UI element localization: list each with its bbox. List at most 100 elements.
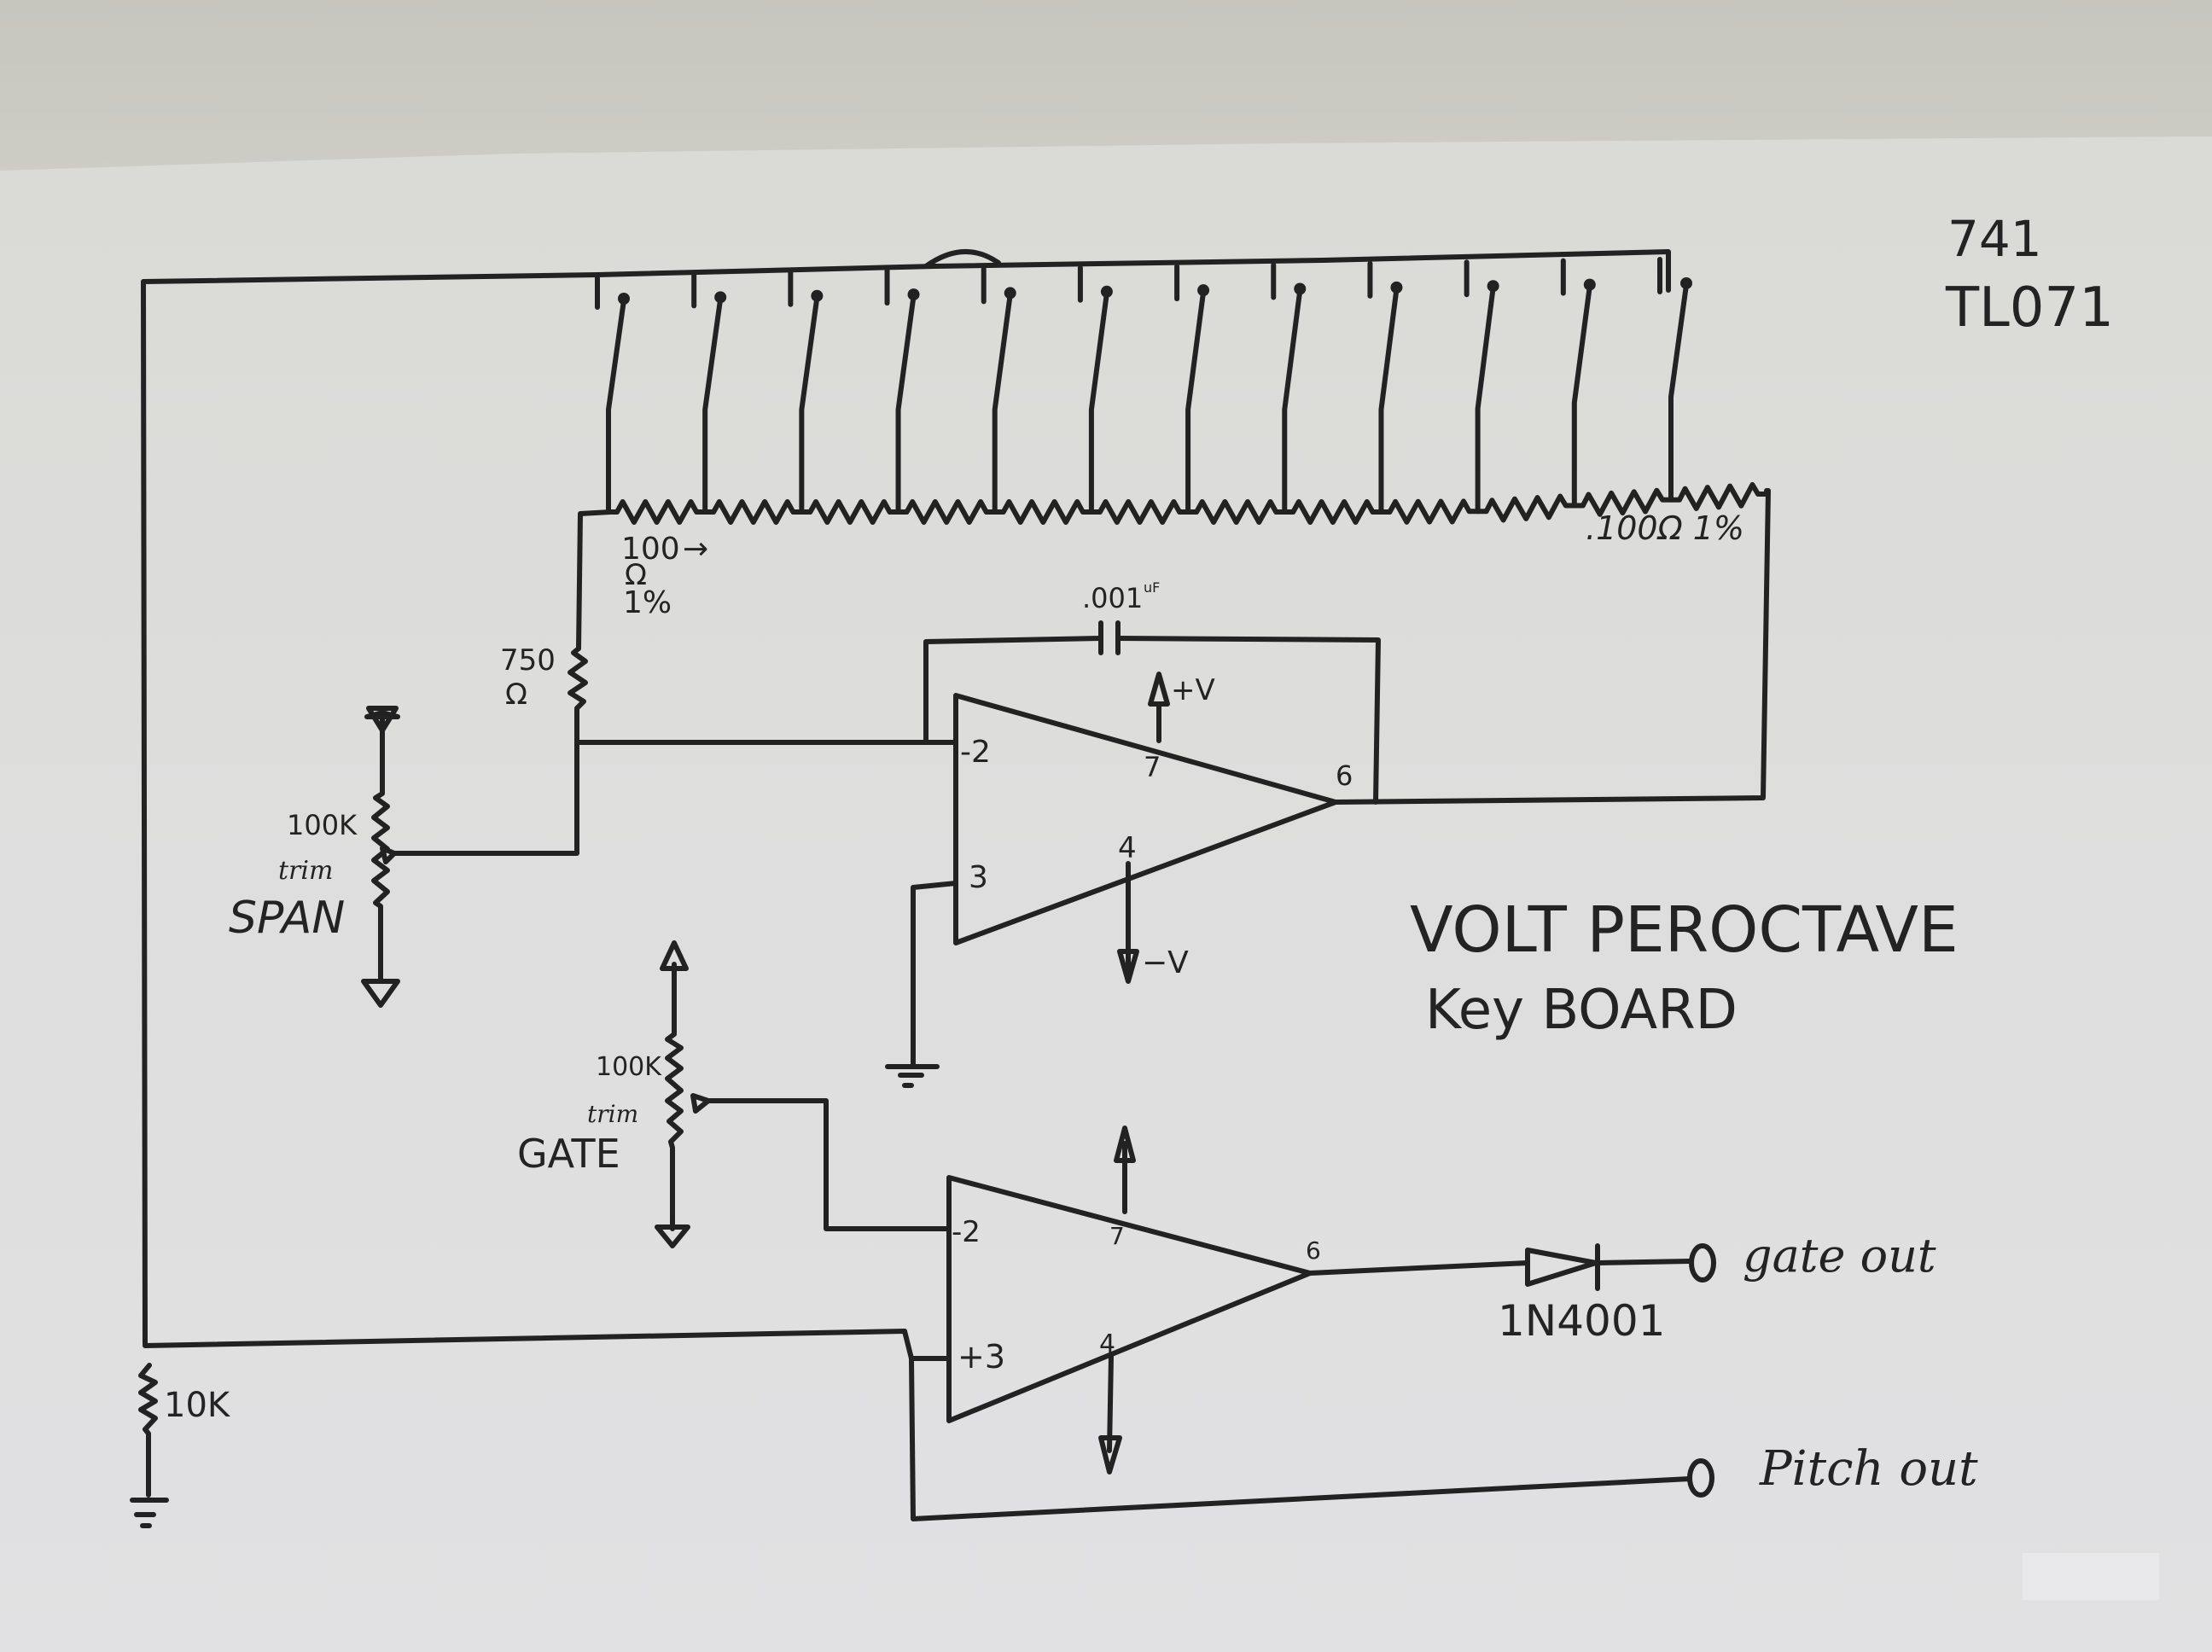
ladder-resistor <box>799 499 901 525</box>
ladder-left-wire <box>576 509 613 651</box>
opamp-option-tl071: TL071 <box>1945 276 2114 340</box>
diode-1n4001 <box>1525 1243 1600 1291</box>
pitch-out-label: Pitch out <box>1759 1441 1978 1497</box>
key-switch <box>981 266 1016 515</box>
switch-contact-icon <box>1004 287 1016 300</box>
opamp1-supply-pos: +V <box>1171 673 1215 707</box>
opamp1-pin-vminus: 4 <box>1118 831 1137 865</box>
ladder-arrow: → <box>683 532 708 567</box>
ladder-right-feedback-wire <box>1333 488 1771 805</box>
opamp2 <box>946 1126 1313 1475</box>
switch-contact-icon <box>618 293 630 305</box>
ladder-first-value: 100 <box>621 532 680 567</box>
diagram-title-line1: VOLT PEROCTAVE <box>1410 893 1959 967</box>
ladder-last-label: .100Ω 1% <box>1586 509 1744 547</box>
key-switches <box>595 256 1692 515</box>
key-switch <box>1174 264 1210 515</box>
ladder-resistor <box>1282 499 1384 525</box>
ladder-resistor <box>606 499 708 525</box>
wire-crossover-hop <box>923 249 1001 269</box>
pitch-out-terminal <box>1687 1458 1714 1498</box>
ladder-resistor <box>1571 487 1674 517</box>
vminus-arrow-icon <box>1117 949 1139 984</box>
opamp2-vplus-arrow-icon <box>1114 1126 1136 1163</box>
ladder-resistor <box>895 499 998 525</box>
cap-value: .001 <box>1082 582 1143 614</box>
key-switch <box>1367 260 1403 515</box>
resistor-750-unit: Ω <box>505 678 527 712</box>
wire-opamp2-output <box>1307 1260 1530 1276</box>
key-switch <box>1560 258 1596 508</box>
opamp2-pin-output: 6 <box>1306 1236 1321 1265</box>
ladder-resistor <box>992 499 1094 525</box>
key-switch <box>1077 265 1113 515</box>
switch-contact-icon <box>1390 281 1403 294</box>
opamp1 <box>911 672 1338 1069</box>
switch-contact-icon <box>811 289 824 302</box>
key-switch <box>691 270 727 515</box>
wire-ladder-to-opamp2-noninv <box>143 1329 952 1361</box>
span-trim-type: trim <box>278 856 333 886</box>
resistor-ladder <box>606 481 1769 525</box>
span-trim-pot <box>361 706 400 1008</box>
opamp2-vminus-lead <box>1107 1354 1114 1453</box>
switch-contact-icon <box>1197 284 1210 297</box>
wire-cap-right <box>1115 636 1381 805</box>
switch-contact-icon <box>1487 280 1499 293</box>
switch-contact-icon <box>1680 276 1692 289</box>
opamp2-pin-noninverting: +3 <box>958 1338 1005 1376</box>
resistor-750-value: 750 <box>500 643 556 678</box>
gate-trim-value: 100K <box>596 1052 662 1082</box>
key-switch <box>595 272 630 515</box>
opamp2-pin-vplus: 7 <box>1109 1222 1125 1250</box>
resistor-10k-value: 10K <box>164 1386 231 1425</box>
switch-contact-icon <box>714 291 727 304</box>
opamp1-supply-neg: −V <box>1142 945 1189 980</box>
ladder-resistor <box>702 499 805 525</box>
wire-diode-to-gate-out <box>1595 1259 1692 1265</box>
vplus-arrow-icon <box>1148 672 1170 707</box>
wire-span-wiper <box>392 740 579 856</box>
span-bottom-arrow-icon <box>361 979 400 1008</box>
cap-unit: uF <box>1144 579 1160 596</box>
switch-contact-icon <box>907 288 920 301</box>
gate-trim-name: GATE <box>517 1131 620 1177</box>
span-top-arrow-icon <box>366 706 399 733</box>
ground-icon <box>885 1064 940 1088</box>
resistor-10k <box>138 1363 158 1498</box>
gate-trim-pot <box>655 940 952 1248</box>
wire-gate-wiper-to-opamp2 <box>706 1098 952 1231</box>
gate-trim-type: trim <box>587 1100 638 1128</box>
diagram-title-line2: Key BOARD <box>1425 979 1738 1042</box>
ladder-resistor <box>1475 493 1577 523</box>
key-switch <box>1271 262 1307 515</box>
switch-contact-icon <box>1583 278 1596 291</box>
span-trim-value: 100K <box>287 809 358 841</box>
ladder-resistor <box>1378 498 1481 525</box>
opamp1-pin-output: 6 <box>1336 759 1353 792</box>
diode-part-label: 1N4001 <box>1498 1296 1665 1346</box>
gate-bottom-arrow-icon <box>655 1224 690 1248</box>
tape-mark <box>2023 1553 2159 1600</box>
switch-contact-icon <box>1100 285 1113 298</box>
paper-sheet <box>0 137 2212 1652</box>
opamp1-pin-vplus: 7 <box>1144 751 1161 783</box>
span-trim-name: SPAN <box>229 893 345 944</box>
ladder-first-tolerance: 1% <box>623 585 672 620</box>
capacitor-001uf <box>1098 620 1121 655</box>
ladder-resistor <box>1668 481 1769 511</box>
top-bus <box>141 249 1671 1347</box>
span-wiper-arrow-icon <box>380 846 397 864</box>
gate-out-terminal <box>1689 1243 1716 1283</box>
opamp1-pin-inverting: -2 <box>960 735 991 770</box>
opamp2-pin-vminus: 4 <box>1099 1329 1115 1359</box>
opamp2-vminus-arrow-icon <box>1098 1435 1122 1475</box>
ladder-resistor <box>1185 499 1288 525</box>
gate-top-arrow-icon <box>660 940 689 971</box>
gate-out-label: gate out <box>1743 1229 1936 1283</box>
key-switch <box>788 269 824 515</box>
ground-icon-left <box>130 1498 169 1528</box>
resistor-750 <box>568 646 588 745</box>
gate-wiper-arrow-icon <box>690 1093 711 1114</box>
